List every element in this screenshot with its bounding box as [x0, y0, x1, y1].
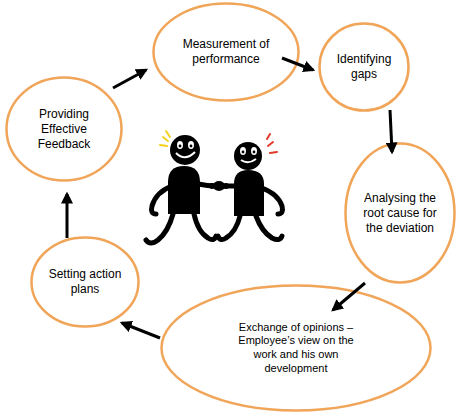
process-ellipse: Exchange of opinions – Employee’s view o…	[160, 284, 432, 412]
node-label: Setting action plans	[46, 267, 124, 297]
flow-arrow	[66, 194, 69, 238]
process-ellipse: Analysing the root cause for the deviati…	[344, 142, 456, 284]
left-stick-figure	[146, 131, 216, 243]
node-label: Identifying gaps	[328, 52, 400, 82]
flow-arrow	[113, 70, 146, 88]
handshake	[209, 181, 229, 191]
flow-arrow	[333, 283, 365, 310]
node-label: Measurement of performance	[180, 37, 272, 67]
process-ellipse: Providing Effective Feedback	[5, 76, 123, 182]
node-label: Providing Effective Feedback	[32, 107, 96, 152]
node-label: Exchange of opinions – Employee’s view o…	[231, 321, 361, 376]
flow-arrow	[282, 58, 313, 70]
process-ellipse: Identifying gaps	[318, 22, 410, 112]
node-label: Analysing the root cause for the deviati…	[356, 191, 444, 236]
flow-arrow	[390, 110, 392, 152]
process-ellipse: Measurement of performance	[152, 2, 300, 102]
process-ellipse: Setting action plans	[30, 236, 140, 328]
right-stick-figure	[218, 134, 283, 240]
flow-arrow	[122, 323, 160, 338]
